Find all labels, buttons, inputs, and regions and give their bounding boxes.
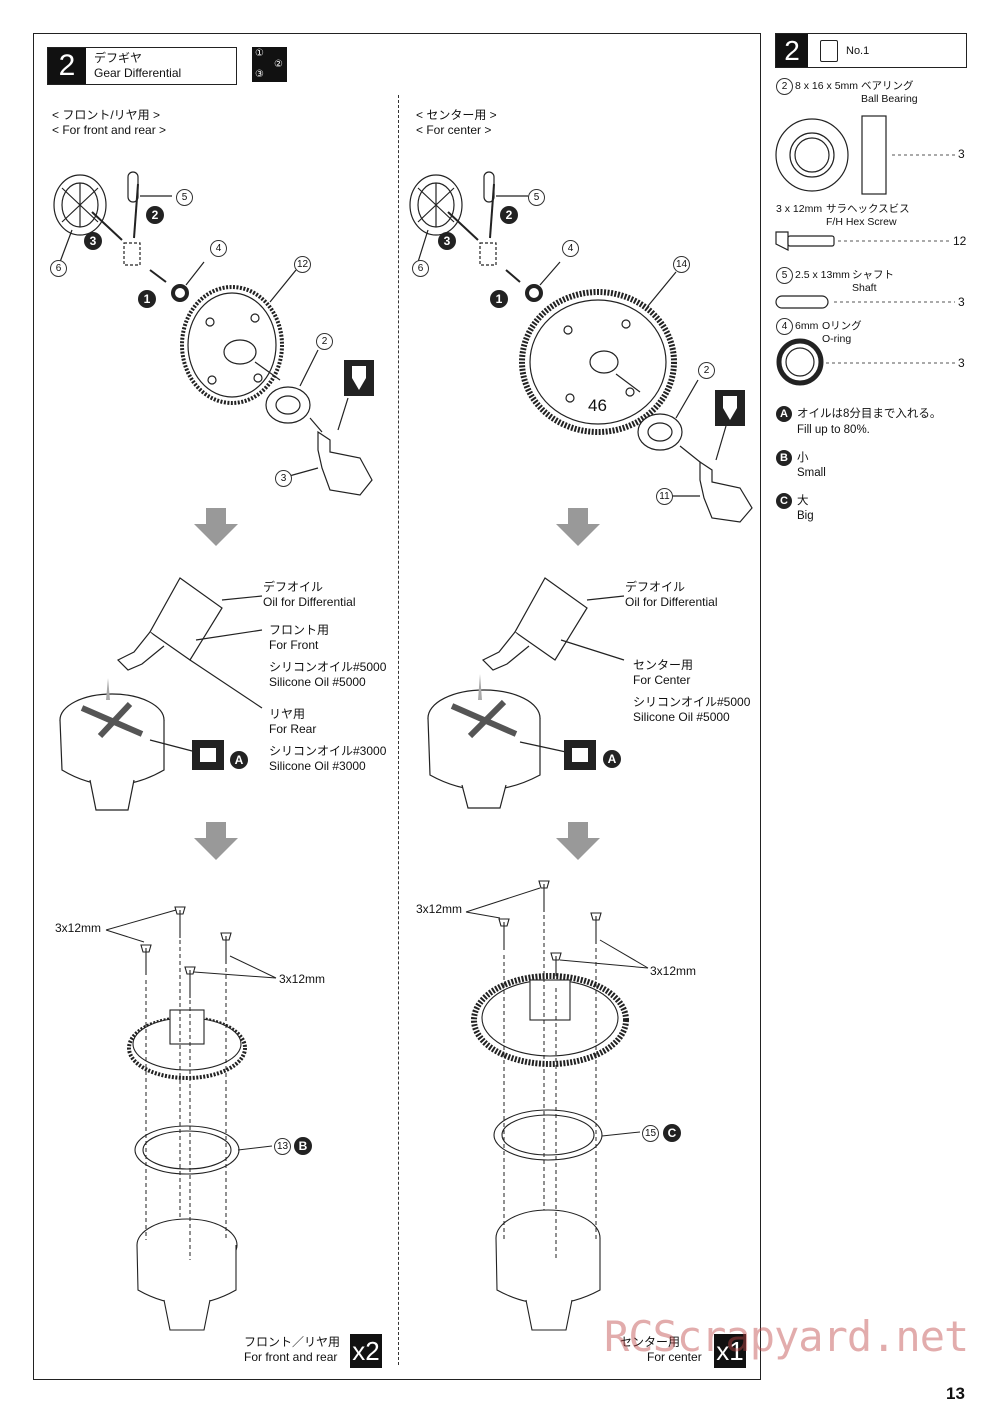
order-1-marker: 1 [138, 290, 156, 308]
parts-bag-header: 2 No.1 [775, 33, 967, 68]
step-title-ja: デフギヤ [94, 51, 143, 65]
left-oil-ja: デフオイル [263, 580, 324, 594]
right-footer-en: For center [647, 1350, 702, 1364]
left-rear-oil-en: Silicone Oil #3000 [269, 759, 366, 773]
right-quantity-badge: x1 [714, 1334, 746, 1368]
left-rear-oil-ja: シリコンオイル#3000 [269, 744, 387, 758]
callout-part-6-right: 6 [412, 260, 429, 277]
note-c-en: Big [797, 510, 814, 522]
assembly-order-icon: ① ② ③ [252, 47, 287, 82]
column-divider [398, 95, 399, 1365]
callout-part-4: 4 [210, 240, 227, 257]
left-heading-en: < For front and rear > [52, 123, 167, 137]
callout-part-3: 3 [275, 470, 292, 487]
bag-item-4-en: O-ring [822, 333, 852, 345]
bag-item-1-qty: 3 [958, 147, 965, 161]
right-center-oil-ja: シリコンオイル#5000 [633, 695, 751, 709]
bag-item-1-ja: ベアリング [861, 80, 914, 92]
right-footer-ja: センター用 [620, 1335, 681, 1349]
left-screw-label-2: 3x12mm [279, 972, 326, 986]
callout-part-5: 5 [176, 189, 193, 206]
bag-item-1-num: 2 [776, 78, 793, 95]
callout-part-2-right: 2 [698, 362, 715, 379]
left-screw-label-1: 3x12mm [55, 921, 102, 935]
callout-part-15: 15 [642, 1125, 659, 1142]
right-oil-ja: デフオイル [625, 580, 686, 594]
right-heading-ja: < センター用 > [416, 108, 497, 122]
right-center-en: For Center [633, 673, 691, 687]
note-a-marker: A [776, 406, 792, 422]
right-center-oil-en: Silicone Oil #5000 [633, 710, 730, 724]
callout-part-2: 2 [316, 333, 333, 350]
step-frame [33, 33, 761, 1380]
note-b-ja: 小 [797, 452, 809, 464]
right-center-ja: センター用 [633, 658, 694, 672]
left-footer-ja: フロント／リヤ用 [244, 1335, 341, 1349]
callout-part-11: 11 [656, 488, 673, 505]
left-rear-en: For Rear [269, 722, 317, 736]
parts-bag-step: 2 [776, 34, 808, 67]
left-front-en: For Front [269, 638, 319, 652]
bag-item-4-qty: 3 [958, 356, 965, 370]
left-quantity-badge: x2 [350, 1334, 382, 1368]
step-title-en: Gear Differential [94, 66, 182, 80]
note-b-en: Small [797, 467, 826, 479]
callout-part-5-right: 5 [528, 189, 545, 206]
order-3-marker: 3 [84, 232, 102, 250]
order-1-marker-right: 1 [490, 290, 508, 308]
bag-item-1-en: Ball Bearing [861, 93, 918, 105]
step-number: 2 [48, 48, 86, 84]
left-front-oil-en: Silicone Oil #5000 [269, 675, 366, 689]
left-note-a-marker: A [230, 751, 248, 769]
callout-part-14: 14 [673, 256, 690, 273]
right-note-a-marker: A [603, 750, 621, 768]
order-3-marker-right: 3 [438, 232, 456, 250]
left-front-ja: フロント用 [269, 623, 330, 637]
left-note-b-marker: B [294, 1137, 312, 1155]
left-front-oil-ja: シリコンオイル#5000 [269, 660, 387, 674]
callout-part-12: 12 [294, 256, 311, 273]
step-title: デフギヤ Gear Differential [94, 51, 181, 81]
note-a-en: Fill up to 80%. [797, 424, 870, 436]
note-c-ja: 大 [797, 495, 809, 507]
bag-item-4-size: 6mm [795, 320, 819, 332]
left-rear-ja: リヤ用 [269, 707, 306, 721]
bag-item-3-ja: シャフト [852, 269, 894, 281]
bag-item-1-size: 8 x 16 x 5mm [795, 80, 859, 92]
bag-item-2-qty: 12 [953, 234, 967, 248]
watermark: RCScrapyard.net [604, 1312, 969, 1361]
callout-part-4-right: 4 [562, 240, 579, 257]
bag-item-4-num: 4 [776, 318, 793, 335]
bag-item-3-en: Shaft [852, 282, 877, 294]
order-2-marker-right: 2 [500, 206, 518, 224]
bag-item-2-size: 3 x 12mm [776, 203, 823, 215]
left-footer-en: For front and rear [244, 1350, 338, 1364]
bag-item-3-qty: 3 [958, 295, 965, 309]
note-c-marker: C [776, 493, 792, 509]
left-heading-ja: < フロント/リヤ用 > [52, 108, 161, 122]
right-screw-label-1: 3x12mm [416, 902, 463, 916]
bag-item-4-ja: Oリング [822, 320, 862, 332]
right-note-c-marker: C [663, 1124, 681, 1142]
callout-part-13: 13 [274, 1138, 291, 1155]
parts-bag-label: No.1 [846, 45, 870, 57]
bag-item-3-num: 5 [776, 267, 793, 284]
right-screw-label-2: 3x12mm [650, 964, 697, 978]
page-number: 13 [946, 1384, 965, 1403]
callout-part-6: 6 [50, 260, 67, 277]
right-heading-en: < For center > [416, 123, 492, 137]
bag-item-3-size: 2.5 x 13mm [795, 269, 850, 281]
left-oil-en: Oil for Differential [263, 595, 356, 609]
note-b-marker: B [776, 450, 792, 466]
bag-item-2-en: F/H Hex Screw [826, 216, 897, 228]
step-header: 2 デフギヤ Gear Differential [47, 47, 237, 85]
order-2-marker: 2 [146, 206, 164, 224]
right-oil-en: Oil for Differential [625, 595, 718, 609]
note-a-ja: オイルは8分目まで入れる。 [797, 408, 942, 420]
bag-item-2-ja: サラヘックスビス [826, 203, 910, 215]
bag-icon [820, 40, 838, 62]
gear-teeth-count: 46 [588, 396, 607, 415]
